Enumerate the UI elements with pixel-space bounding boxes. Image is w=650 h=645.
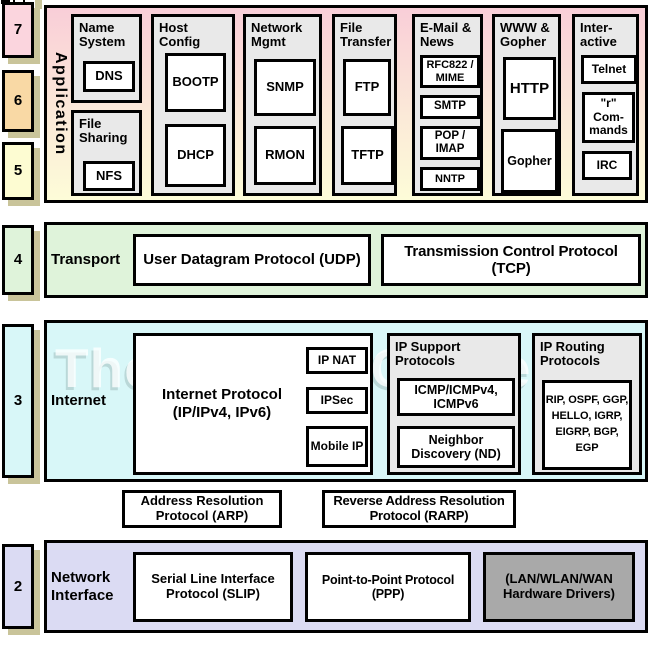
group-www-gopher: WWW & Gopher HTTP Gopher	[492, 14, 561, 196]
protocol-box-bootp: BOOTP	[165, 53, 226, 112]
layer-2-badge: 2	[2, 544, 34, 629]
group-label: IP Support Protocols	[395, 339, 461, 369]
layer-4-badge: 4	[2, 225, 34, 295]
protocol-box-dns: DNS	[83, 61, 135, 92]
group-label: File Transfer	[340, 20, 392, 50]
application-layer-label: Application	[52, 52, 70, 156]
protocol-box-rfc822-mime: RFC822 / MIME	[420, 55, 480, 88]
group-label: Host Config	[159, 20, 201, 50]
group-label: Name System	[79, 20, 126, 50]
group-label: Network Mgmt	[251, 20, 303, 50]
group-ip-routing-protocols: IP Routing Protocols RIP, OSPF, GGP, HEL…	[532, 333, 642, 475]
group-ip-support-protocols: IP Support Protocols ICMP/ICMPv4, ICMPv6…	[387, 333, 521, 475]
group-email-news: E-Mail & News RFC822 / MIME SMTP POP / I…	[412, 14, 483, 196]
protocol-box-dhcp: DHCP	[165, 124, 226, 187]
protocol-box-ipsec: IPSec	[306, 387, 368, 414]
group-label: File Sharing	[79, 116, 128, 146]
protocol-box-nfs: NFS	[83, 161, 135, 191]
protocol-box-hardware-drivers: (LAN/WLAN/WAN Hardware Drivers)	[483, 552, 635, 622]
protocol-box-gopher: Gopher	[501, 129, 558, 193]
protocol-box-nntp: NNTP	[420, 167, 480, 191]
network-interface-layer-block: Network Interface Serial Line Interface …	[44, 540, 648, 633]
internet-layer-block: The TCP/IP Guide Internet Internet Proto…	[44, 320, 648, 482]
layer-6-badge: 6	[2, 70, 34, 132]
group-file-transfer: File Transfer FTP TFTP	[332, 14, 397, 196]
transport-layer-block: Transport User Datagram Protocol (UDP) T…	[44, 222, 648, 298]
protocol-box-mobile-ip: Mobile IP	[306, 426, 368, 467]
group-name-system: Name System DNS	[71, 14, 142, 103]
transport-layer-label: Transport	[51, 251, 121, 269]
layer-5-badge: 5	[2, 142, 34, 200]
protocol-box-rarp: Reverse Address Resolution Protocol (RAR…	[322, 490, 516, 528]
protocol-box-arp: Address Resolution Protocol (ARP)	[122, 490, 282, 528]
protocol-box-udp: User Datagram Protocol (UDP)	[133, 234, 371, 286]
group-file-sharing: File Sharing NFS	[71, 110, 142, 196]
group-host-config: Host Config BOOTP DHCP	[151, 14, 235, 196]
protocol-box-icmp: ICMP/ICMPv4, ICMPv6	[397, 378, 515, 416]
group-network-mgmt: Network Mgmt SNMP RMON	[243, 14, 322, 196]
group-label: IP Routing Protocols	[540, 339, 605, 369]
layer-7-badge: 7	[2, 2, 34, 58]
protocol-box-pop-imap: POP / IMAP	[420, 126, 480, 160]
group-label: WWW & Gopher	[500, 20, 550, 50]
protocol-box-tftp: TFTP	[341, 126, 394, 185]
group-label: Inter- active	[580, 20, 617, 50]
protocol-box-telnet: Telnet	[581, 55, 637, 84]
group-interactive: Inter- active Telnet "r" Com- mands IRC	[572, 14, 639, 196]
protocol-box-ip-nat: IP NAT	[306, 347, 368, 374]
protocol-box-ftp: FTP	[343, 59, 391, 116]
protocol-box-http: HTTP	[503, 57, 556, 120]
protocol-box-rmon: RMON	[254, 126, 316, 185]
internet-layer-label: Internet	[51, 392, 107, 410]
network-interface-layer-label: Network Interface	[51, 569, 114, 604]
protocol-box-tcp: Transmission Control Protocol (TCP)	[381, 234, 641, 286]
protocol-box-irc: IRC	[582, 151, 632, 180]
protocol-box-snmp: SNMP	[254, 59, 316, 116]
protocol-box-routing-protocols: RIP, OSPF, GGP, HELLO, IGRP, EIGRP, BGP,…	[542, 380, 632, 470]
protocol-box-r-commands: "r" Com- mands	[582, 92, 635, 143]
protocol-box-ppp: Point-to-Point Protocol (PPP)	[305, 552, 471, 622]
protocol-box-smtp: SMTP	[420, 95, 480, 119]
group-label: E-Mail & News	[420, 20, 472, 50]
layer-3-badge: 3	[2, 324, 34, 478]
protocol-box-neighbor-discovery: Neighbor Discovery (ND)	[397, 426, 515, 468]
protocol-box-internet-protocol: Internet Protocol (IP/IPv4, IPv6) IP NAT…	[133, 333, 373, 475]
application-layer-block: Application Name System DNS File Sharing…	[44, 5, 648, 203]
cropped-fragment-shadow	[35, 0, 42, 9]
protocol-box-slip: Serial Line Interface Protocol (SLIP)	[133, 552, 293, 622]
internet-protocol-title: Internet Protocol (IP/IPv4, IPv6)	[161, 386, 282, 421]
